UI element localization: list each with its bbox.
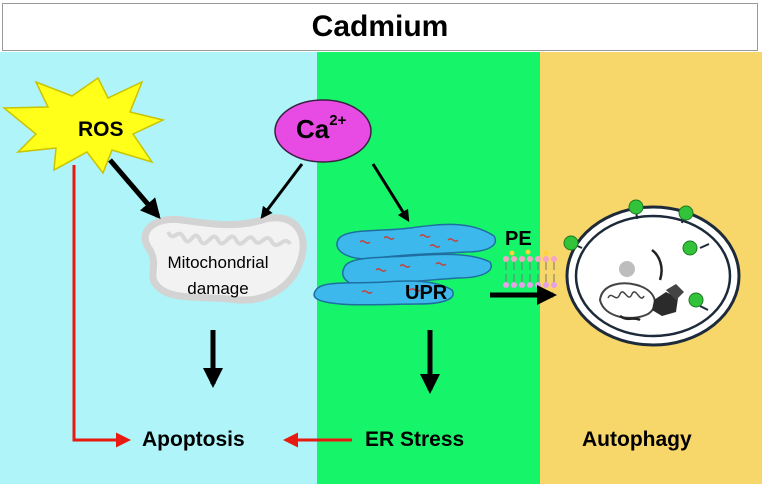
arrow-ca-to-mitochondria [260, 163, 304, 219]
diagram-title: Cadmium [311, 10, 449, 43]
er-stress-label: ER Stress [365, 428, 465, 451]
apoptosis-label: Apoptosis [142, 428, 245, 451]
ros-label: ROS [78, 118, 124, 141]
lc3-dot [682, 240, 698, 256]
arrow-ros-to-mitochondria [108, 158, 161, 220]
calcium-ellipse [274, 99, 372, 163]
endoplasmic-reticulum-icon [313, 223, 497, 306]
ros-burst-shape [1, 76, 166, 175]
autophagosome-icon [563, 199, 741, 347]
lc3-dot [678, 205, 694, 221]
mitochondrial-label-line1: Mitochondrial [167, 253, 269, 272]
autophagy-label: Autophagy [582, 428, 692, 451]
calcium-base: Ca [296, 114, 330, 144]
arrow-ros-to-apoptosis [72, 165, 131, 448]
pe-lipid-bilayer [503, 249, 557, 288]
upr-label: UPR [405, 282, 448, 304]
arrow-ca-to-er [371, 163, 410, 223]
mitochondrion-icon [141, 214, 307, 304]
lc3-dot [563, 235, 579, 251]
calcium-label: Ca2+ [296, 112, 347, 145]
pe-label: PE [505, 228, 532, 250]
title-bar: Cadmium [2, 3, 758, 51]
calcium-charge: 2+ [329, 112, 347, 130]
lc3-dot [628, 199, 644, 215]
mitochondrial-label-line2: damage [187, 279, 249, 298]
lc3-dot [688, 292, 704, 308]
mitochondrial-damage-label: Mitochondrial damage [132, 250, 304, 302]
